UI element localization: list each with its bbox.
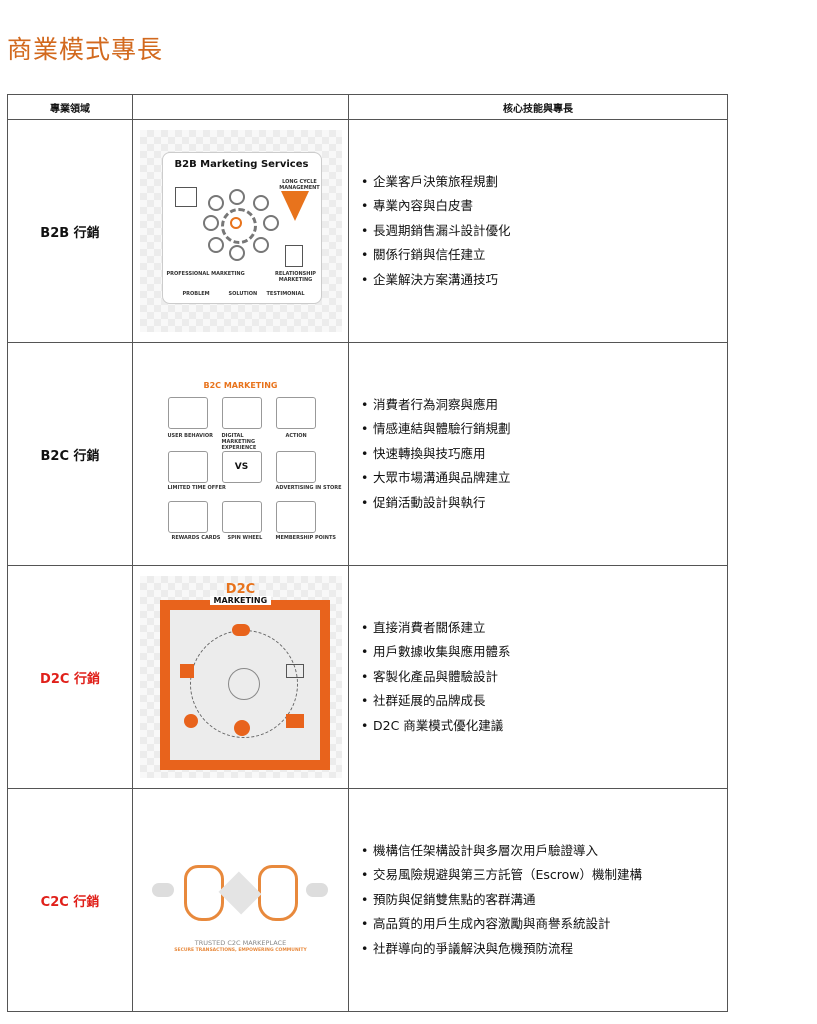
skill-item: 企業客戶決策旅程規劃 [361, 170, 727, 195]
illustration-label: TESTIMONIAL [266, 291, 305, 297]
skill-item: 情感連結與體驗行銷規劃 [361, 417, 727, 442]
chart-icon [174, 187, 197, 207]
skill-item: 大眾市場溝通與品牌建立 [361, 466, 727, 491]
illustration-label: PROBLEM [182, 291, 210, 297]
illustration-subtitle: SECURE TRANSACTIONS, EMPOWERING COMMUNIT… [174, 948, 307, 953]
illustration-title: B2B Marketing Services [174, 159, 309, 170]
illustration-label: LIMITED TIME OFFER [167, 485, 226, 491]
skill-item: 用戶數據收集與應用體系 [361, 640, 727, 665]
table-row: D2C 行銷 D2C MARKETING 直接消費者關係建立 用戶數據收集 [7, 565, 728, 789]
illustration-label: SPIN WHEEL [227, 535, 263, 541]
vs-icon: VS [221, 451, 262, 483]
table-row: B2C 行銷 B2C MARKETING VS USER BEHAVIOR DI… [7, 342, 728, 566]
illustration-label: DIGITAL MARKETING EXPERIENCE [221, 433, 257, 451]
page-title: 商業模式專長 [7, 35, 164, 64]
table-header-row: 專業領域 核心技能與專長 [7, 94, 728, 120]
illustration-label: PROFESSIONAL MARKETING [166, 271, 245, 277]
document-icon [284, 245, 303, 267]
skill-item: 社群延展的品牌成長 [361, 689, 727, 714]
skill-item: 消費者行為洞察與應用 [361, 393, 727, 418]
illustration-label: ADVERTISING IN STORE [275, 485, 342, 491]
illustration-title: TRUSTED C2C MARKEPLACE [194, 939, 287, 947]
funnel-icon [280, 191, 309, 221]
skill-item: 直接消費者關係建立 [361, 616, 727, 641]
illustration-subtitle: MARKETING [209, 596, 272, 605]
shield-icon [183, 865, 224, 921]
skill-item: 交易風險規避與第三方託管（Escrow）機制建構 [361, 863, 727, 888]
skills-cell: 直接消費者關係建立 用戶數據收集與應用體系 客製化產品與體驗設計 社群延展的品牌… [348, 565, 728, 789]
skill-item: 關係行銷與信任建立 [361, 243, 727, 268]
skill-item: 高品質的用戶生成內容激勵與商譽系統設計 [361, 912, 727, 937]
gear-icon [220, 208, 257, 244]
header-skills: 核心技能與專長 [348, 94, 728, 120]
b2c-illustration: B2C MARKETING VS USER BEHAVIOR DIGITAL M… [132, 342, 349, 566]
skill-item: 專業內容與白皮書 [361, 194, 727, 219]
skill-item: 促銷活動設計與執行 [361, 491, 727, 516]
illustration-label: SOLUTION [228, 291, 258, 297]
skill-item: 預防與促銷雙焦點的客群溝通 [361, 888, 727, 913]
header-area: 專業領域 [7, 94, 133, 120]
illustration-label: ACTION [285, 433, 307, 439]
illustration-label: LONG CYCLE MANAGEMENT [279, 179, 320, 191]
skill-item: 社群導向的爭議解決與危機預防流程 [361, 937, 727, 962]
table-row: C2C 行銷 TRUSTED C2C MARKEPLACE SECURE TRA… [7, 788, 728, 1012]
d2c-illustration: D2C MARKETING [132, 565, 349, 789]
skill-item: 機構信任架構設計與多層次用戶驗證導入 [361, 839, 727, 864]
illustration-title: D2C [225, 582, 256, 597]
skills-cell: 企業客戶決策旅程規劃 專業內容與白皮書 長週期銷售漏斗設計優化 關係行銷與信任建… [348, 119, 728, 343]
illustration-title: B2C MARKETING [203, 381, 278, 390]
expertise-table: 專業領域 核心技能與專長 B2B 行銷 B2B Marketing Servic… [7, 94, 728, 1012]
shield-icon [257, 865, 298, 921]
skill-item: D2C 商業模式優化建議 [361, 714, 727, 739]
skill-item: 長週期銷售漏斗設計優化 [361, 219, 727, 244]
skill-item: 客製化產品與體驗設計 [361, 665, 727, 690]
c2c-illustration: TRUSTED C2C MARKEPLACE SECURE TRANSACTIO… [132, 788, 349, 1012]
illustration-label: MEMBERSHIP POINTS [275, 535, 336, 541]
header-image [132, 94, 349, 120]
area-label: B2C 行銷 [7, 342, 133, 566]
illustration-label: REWARDS CARDS [171, 535, 221, 541]
area-label: B2B 行銷 [7, 119, 133, 343]
hand-icon [227, 668, 260, 700]
skill-item: 快速轉換與技巧應用 [361, 442, 727, 467]
skill-item: 企業解決方案溝通技巧 [361, 268, 727, 293]
area-label: D2C 行銷 [7, 565, 133, 789]
network-blocks-icon [218, 871, 261, 915]
skills-cell: 機構信任架構設計與多層次用戶驗證導入 交易風險規避與第三方託管（Escrow）機… [348, 788, 728, 1012]
area-label: C2C 行銷 [7, 788, 133, 1012]
b2b-illustration: B2B Marketing Services LONG CYCLE MANAGE… [132, 119, 349, 343]
skills-cell: 消費者行為洞察與應用 情感連結與體驗行銷規劃 快速轉換與技巧應用 大眾市場溝通與… [348, 342, 728, 566]
illustration-label: USER BEHAVIOR [167, 433, 213, 439]
table-row: B2B 行銷 B2B Marketing Services LONG CYCLE… [7, 119, 728, 343]
illustration-label: RELATIONSHIP MARKETING [275, 271, 316, 283]
